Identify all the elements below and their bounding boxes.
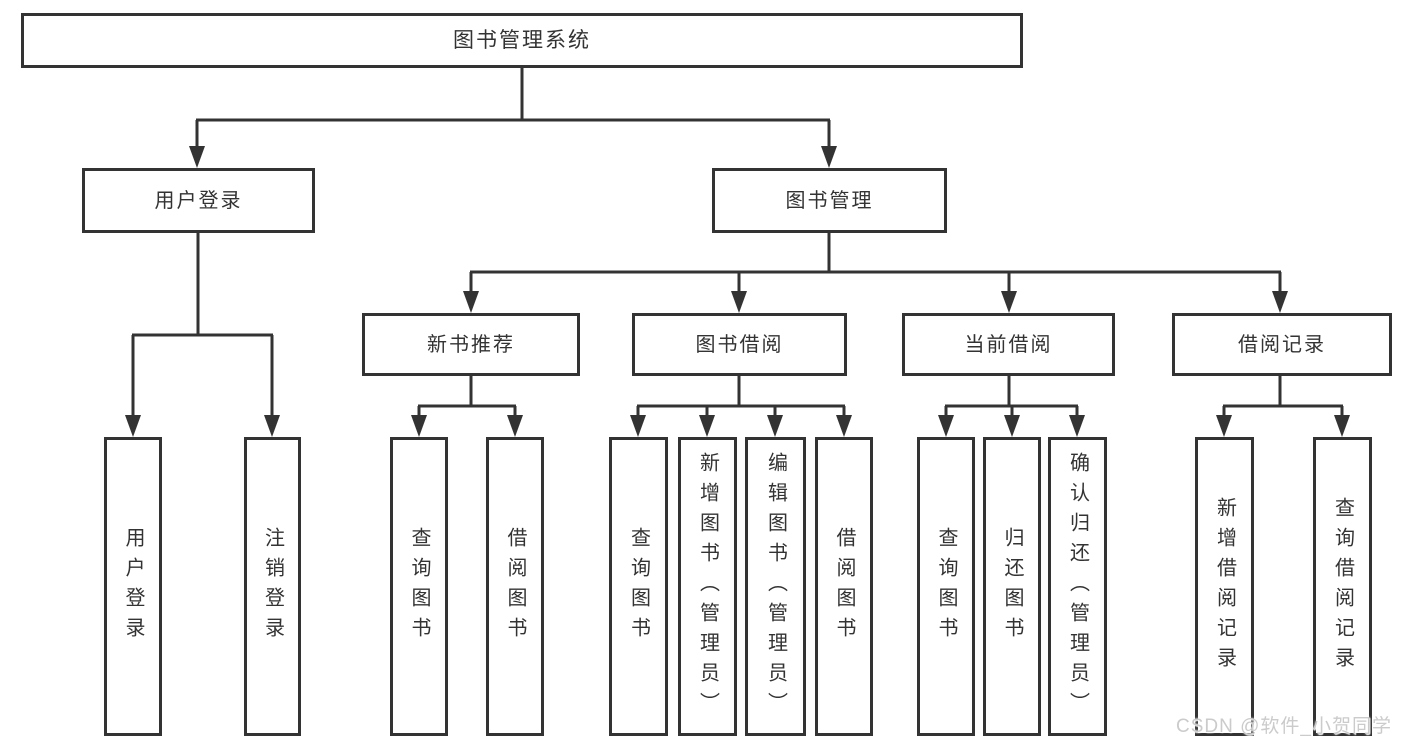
- node-label: 确认归还（管理员）: [1066, 451, 1089, 722]
- node-label: 注销登录: [261, 526, 284, 647]
- node-label: 借阅图书: [833, 526, 855, 647]
- node-label: 编辑图书（管理员）: [764, 451, 787, 722]
- node-current-borrowing: 当前借阅: [902, 313, 1115, 376]
- node-label: 图书借阅: [695, 333, 784, 356]
- leaf-borrow-books-recommend: 借阅图书: [486, 437, 544, 736]
- node-label: 借阅图书: [504, 526, 526, 647]
- node-label: 当前借阅: [964, 333, 1053, 356]
- leaf-return-books: 归还图书: [983, 437, 1041, 736]
- leaf-user-login: 用户登录: [104, 437, 162, 736]
- arrowheads-book-management-branch: [463, 291, 1288, 313]
- node-label: 用户登录: [122, 526, 144, 647]
- arrowheads-new-book-branch: [411, 415, 523, 437]
- arrowheads-borrow-records-branch: [1216, 415, 1350, 437]
- leaf-confirm-return-admin: 确认归还（管理员）: [1048, 437, 1107, 736]
- leaf-query-books-recommend: 查询图书: [390, 437, 448, 736]
- connector-current-borrow-branch: [944, 376, 1079, 419]
- arrowheads-root-branch: [189, 146, 837, 168]
- leaf-edit-books-admin: 编辑图书（管理员）: [745, 437, 806, 736]
- node-label: 查询借阅记录: [1331, 496, 1354, 677]
- node-label: 图书管理系统: [453, 29, 591, 52]
- connector-new-book-branch: [417, 376, 517, 419]
- leaf-query-books-current: 查询图书: [917, 437, 975, 736]
- node-label: 查询图书: [408, 526, 430, 647]
- connector-book-borrow-branch: [636, 376, 846, 419]
- connector-book-management-branch: [469, 233, 1282, 295]
- leaf-borrow-books: 借阅图书: [815, 437, 873, 736]
- node-label: 图书管理: [785, 189, 874, 212]
- node-label: 查询图书: [627, 526, 650, 647]
- arrowheads-book-borrow-branch: [630, 415, 852, 437]
- node-label: 新增图书（管理员）: [696, 451, 719, 722]
- node-book-borrowing: 图书借阅: [632, 313, 847, 376]
- connector-borrow-records-branch: [1222, 376, 1344, 419]
- connector-root-branch: [195, 68, 831, 150]
- node-label: 借阅记录: [1238, 333, 1326, 356]
- node-borrowing-records: 借阅记录: [1172, 313, 1392, 376]
- node-label: 查询图书: [935, 526, 957, 647]
- node-book-management: 图书管理: [712, 168, 947, 233]
- node-new-book-recommendation: 新书推荐: [362, 313, 580, 376]
- arrowheads-current-borrow-branch: [938, 415, 1085, 437]
- leaf-query-borrow-record: 查询借阅记录: [1313, 437, 1372, 736]
- leaf-logout: 注销登录: [244, 437, 301, 736]
- leaf-query-books-borrow: 查询图书: [609, 437, 668, 736]
- node-label: 新书推荐: [427, 333, 515, 356]
- node-label: 新增借阅记录: [1213, 496, 1236, 677]
- node-label: 用户登录: [154, 189, 243, 212]
- csdn-watermark: CSDN @软件_小贺同学: [1176, 716, 1392, 737]
- connector-user-login-branch: [131, 233, 274, 419]
- leaf-add-borrow-record: 新增借阅记录: [1195, 437, 1254, 736]
- node-label: 归还图书: [1001, 526, 1023, 647]
- arrowheads-user-login-branch: [125, 415, 280, 437]
- node-library-management-system: 图书管理系统: [21, 13, 1023, 68]
- leaf-add-books-admin: 新增图书（管理员）: [678, 437, 737, 736]
- node-user-login: 用户登录: [82, 168, 315, 233]
